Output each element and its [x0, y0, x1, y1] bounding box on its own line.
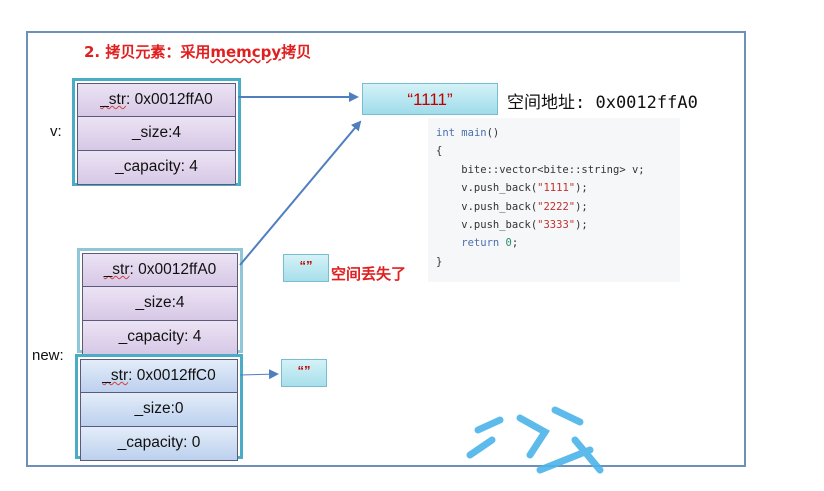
code-line-5: v.push_back("2222"); [436, 198, 680, 216]
copy-str-val: : 0x0012ffA0 [129, 261, 217, 278]
code-end: ); [575, 218, 588, 231]
title-memcpy: memcpy [210, 43, 282, 61]
code-end: ); [575, 200, 588, 213]
arrow-copy-to-1111 [239, 120, 362, 266]
code-line-7: return 0; [436, 234, 680, 252]
code-line-2: { [436, 145, 443, 158]
new-capacity-cell: _capacity: 0 [80, 427, 238, 461]
arrow-new-to-empty [239, 369, 279, 380]
v-size-cell: _size:4 [77, 117, 236, 151]
new-label: new: [32, 347, 64, 364]
title-suffix: 拷贝 [281, 43, 312, 61]
copy-str-cell: _str: 0x0012ffA0 [82, 253, 238, 287]
code-line-8: } [436, 255, 443, 268]
code-string: "3333" [537, 218, 576, 231]
code-call: v.push_back( [436, 218, 538, 231]
new-str-key: _str [102, 367, 129, 384]
code-fn-main: main [461, 127, 487, 139]
code-end: ; [511, 237, 519, 250]
v-label: v: [50, 123, 62, 140]
v-str-val: : 0x0012ffA0 [126, 91, 213, 108]
v-str-cell: _str: 0x0012ffA0 [77, 83, 236, 117]
code-end: ); [575, 182, 588, 195]
code-call: v.push_back( [436, 200, 538, 213]
title-prefix: 2. 拷贝元素：采用 [84, 43, 211, 61]
empty-string-box-new: “” [281, 359, 327, 387]
address-text: 空间地址: 0x0012ffA0 [507, 93, 698, 113]
code-string: "2222" [537, 200, 576, 213]
diagram-title: 2. 拷贝元素：采用memcpy拷贝 [84, 41, 311, 62]
code-number: 0 [505, 237, 512, 250]
code-line-3: bite::vector<bite::string> v; [436, 163, 645, 176]
code-call: v.push_back( [436, 182, 538, 195]
code-line-4: v.push_back("1111"); [436, 179, 680, 197]
code-line-6: v.push_back("3333"); [436, 216, 680, 234]
code-snippet: int main() { bite::vector<bite::string> … [428, 118, 680, 282]
space-lost-text: 空间丢失了 [331, 265, 407, 283]
v-str-key: _str [100, 91, 127, 108]
copy-str-key: _str [103, 261, 130, 278]
code-string: "1111" [537, 182, 576, 195]
v-capacity-cell: _capacity: 4 [77, 151, 236, 185]
code-keyword-int: int [436, 127, 462, 139]
watermark-glyph [466, 406, 604, 474]
new-str-val: : 0x0012ffC0 [128, 367, 216, 384]
copy-size-cell: _size:4 [82, 287, 238, 321]
string-1111-box: “1111” [362, 83, 498, 115]
copy-object: _str: 0x0012ffA0 _size:4 _capacity: 4 [77, 248, 243, 355]
v-object: _str: 0x0012ffA0 _size:4 _capacity: 4 [72, 78, 241, 186]
copy-capacity-cell: _capacity: 4 [82, 321, 238, 355]
empty-string-box-lost: “” [283, 254, 329, 282]
new-size-cell: _size:0 [80, 393, 238, 427]
new-str-cell: _str: 0x0012ffC0 [80, 359, 238, 393]
code-parens: () [486, 127, 500, 139]
new-object: _str: 0x0012ffC0 _size:0 _capacity: 0 [75, 354, 243, 461]
code-keyword-return: return [436, 237, 506, 250]
code-line-1: int main() [436, 124, 680, 142]
